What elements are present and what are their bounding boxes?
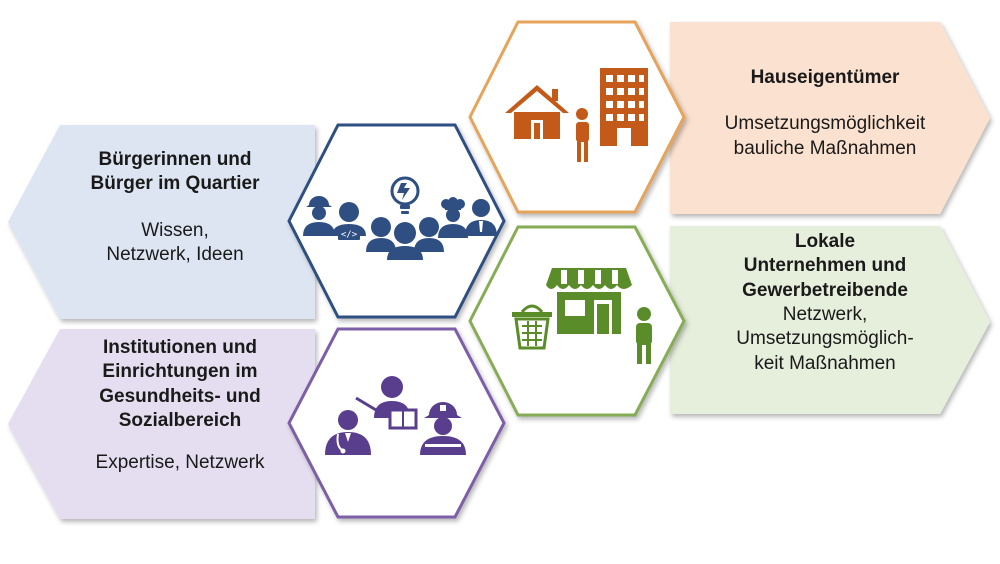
institutions-label-bg xyxy=(8,329,315,519)
svg-text:</>: </> xyxy=(341,230,358,240)
institutions-title-line-2: Einrichtungen im xyxy=(102,361,258,383)
business-title-line-1: Lokale xyxy=(794,231,856,252)
owners-title: Hauseigentümer xyxy=(750,67,900,88)
institutions-body-line-1: Expertise, Netzwerk xyxy=(95,452,265,474)
house-owner-icon xyxy=(505,68,648,162)
citizens-label-bg xyxy=(8,125,315,319)
institutions-title-line-1: Institutionen und xyxy=(102,337,258,358)
business-body-line-2: Umsetzungsmöglich- xyxy=(736,328,914,350)
institutions-label: Institutionen und Einrichtungen im Gesun… xyxy=(50,336,310,476)
citizens-body-line-1: Wissen, xyxy=(141,219,209,241)
institutions-title-line-4: Sozialbereich xyxy=(118,409,242,431)
business-label: Lokale Unternehmen und Gewerbetreibende … xyxy=(690,230,960,376)
business-title-line-3: Gewerbetreibende xyxy=(742,279,908,301)
citizens-title-line-2: Bürger im Quartier xyxy=(90,173,260,195)
owners-body-line-2: bauliche Maßnahmen xyxy=(733,137,917,159)
business-title-line-2: Unternehmen und xyxy=(743,255,907,277)
community-group-icon: </> xyxy=(303,176,497,260)
institutions-title-line-3: Gesundheits- und xyxy=(99,385,261,407)
owners-label: Hauseigentümer Umsetzungsmöglichkeit bau… xyxy=(690,66,960,161)
citizens-hexagon xyxy=(287,123,506,319)
business-body-line-3: keit Maßnahmen xyxy=(754,352,896,374)
owners-body-line-1: Umsetzungsmöglichkeit xyxy=(724,113,926,135)
business-label-bg xyxy=(670,226,990,414)
health-social-icon xyxy=(325,376,466,455)
shop-icon xyxy=(512,268,652,364)
citizens-body-line-2: Netzwerk, Ideen xyxy=(106,243,244,265)
citizens-label: Bürgerinnen und Bürger im Quartier Wisse… xyxy=(60,148,290,267)
business-body-line-1: Netzwerk, xyxy=(782,303,868,325)
owners-label-bg xyxy=(670,22,990,214)
citizens-title-line-1: Bürgerinnen und xyxy=(98,149,252,170)
